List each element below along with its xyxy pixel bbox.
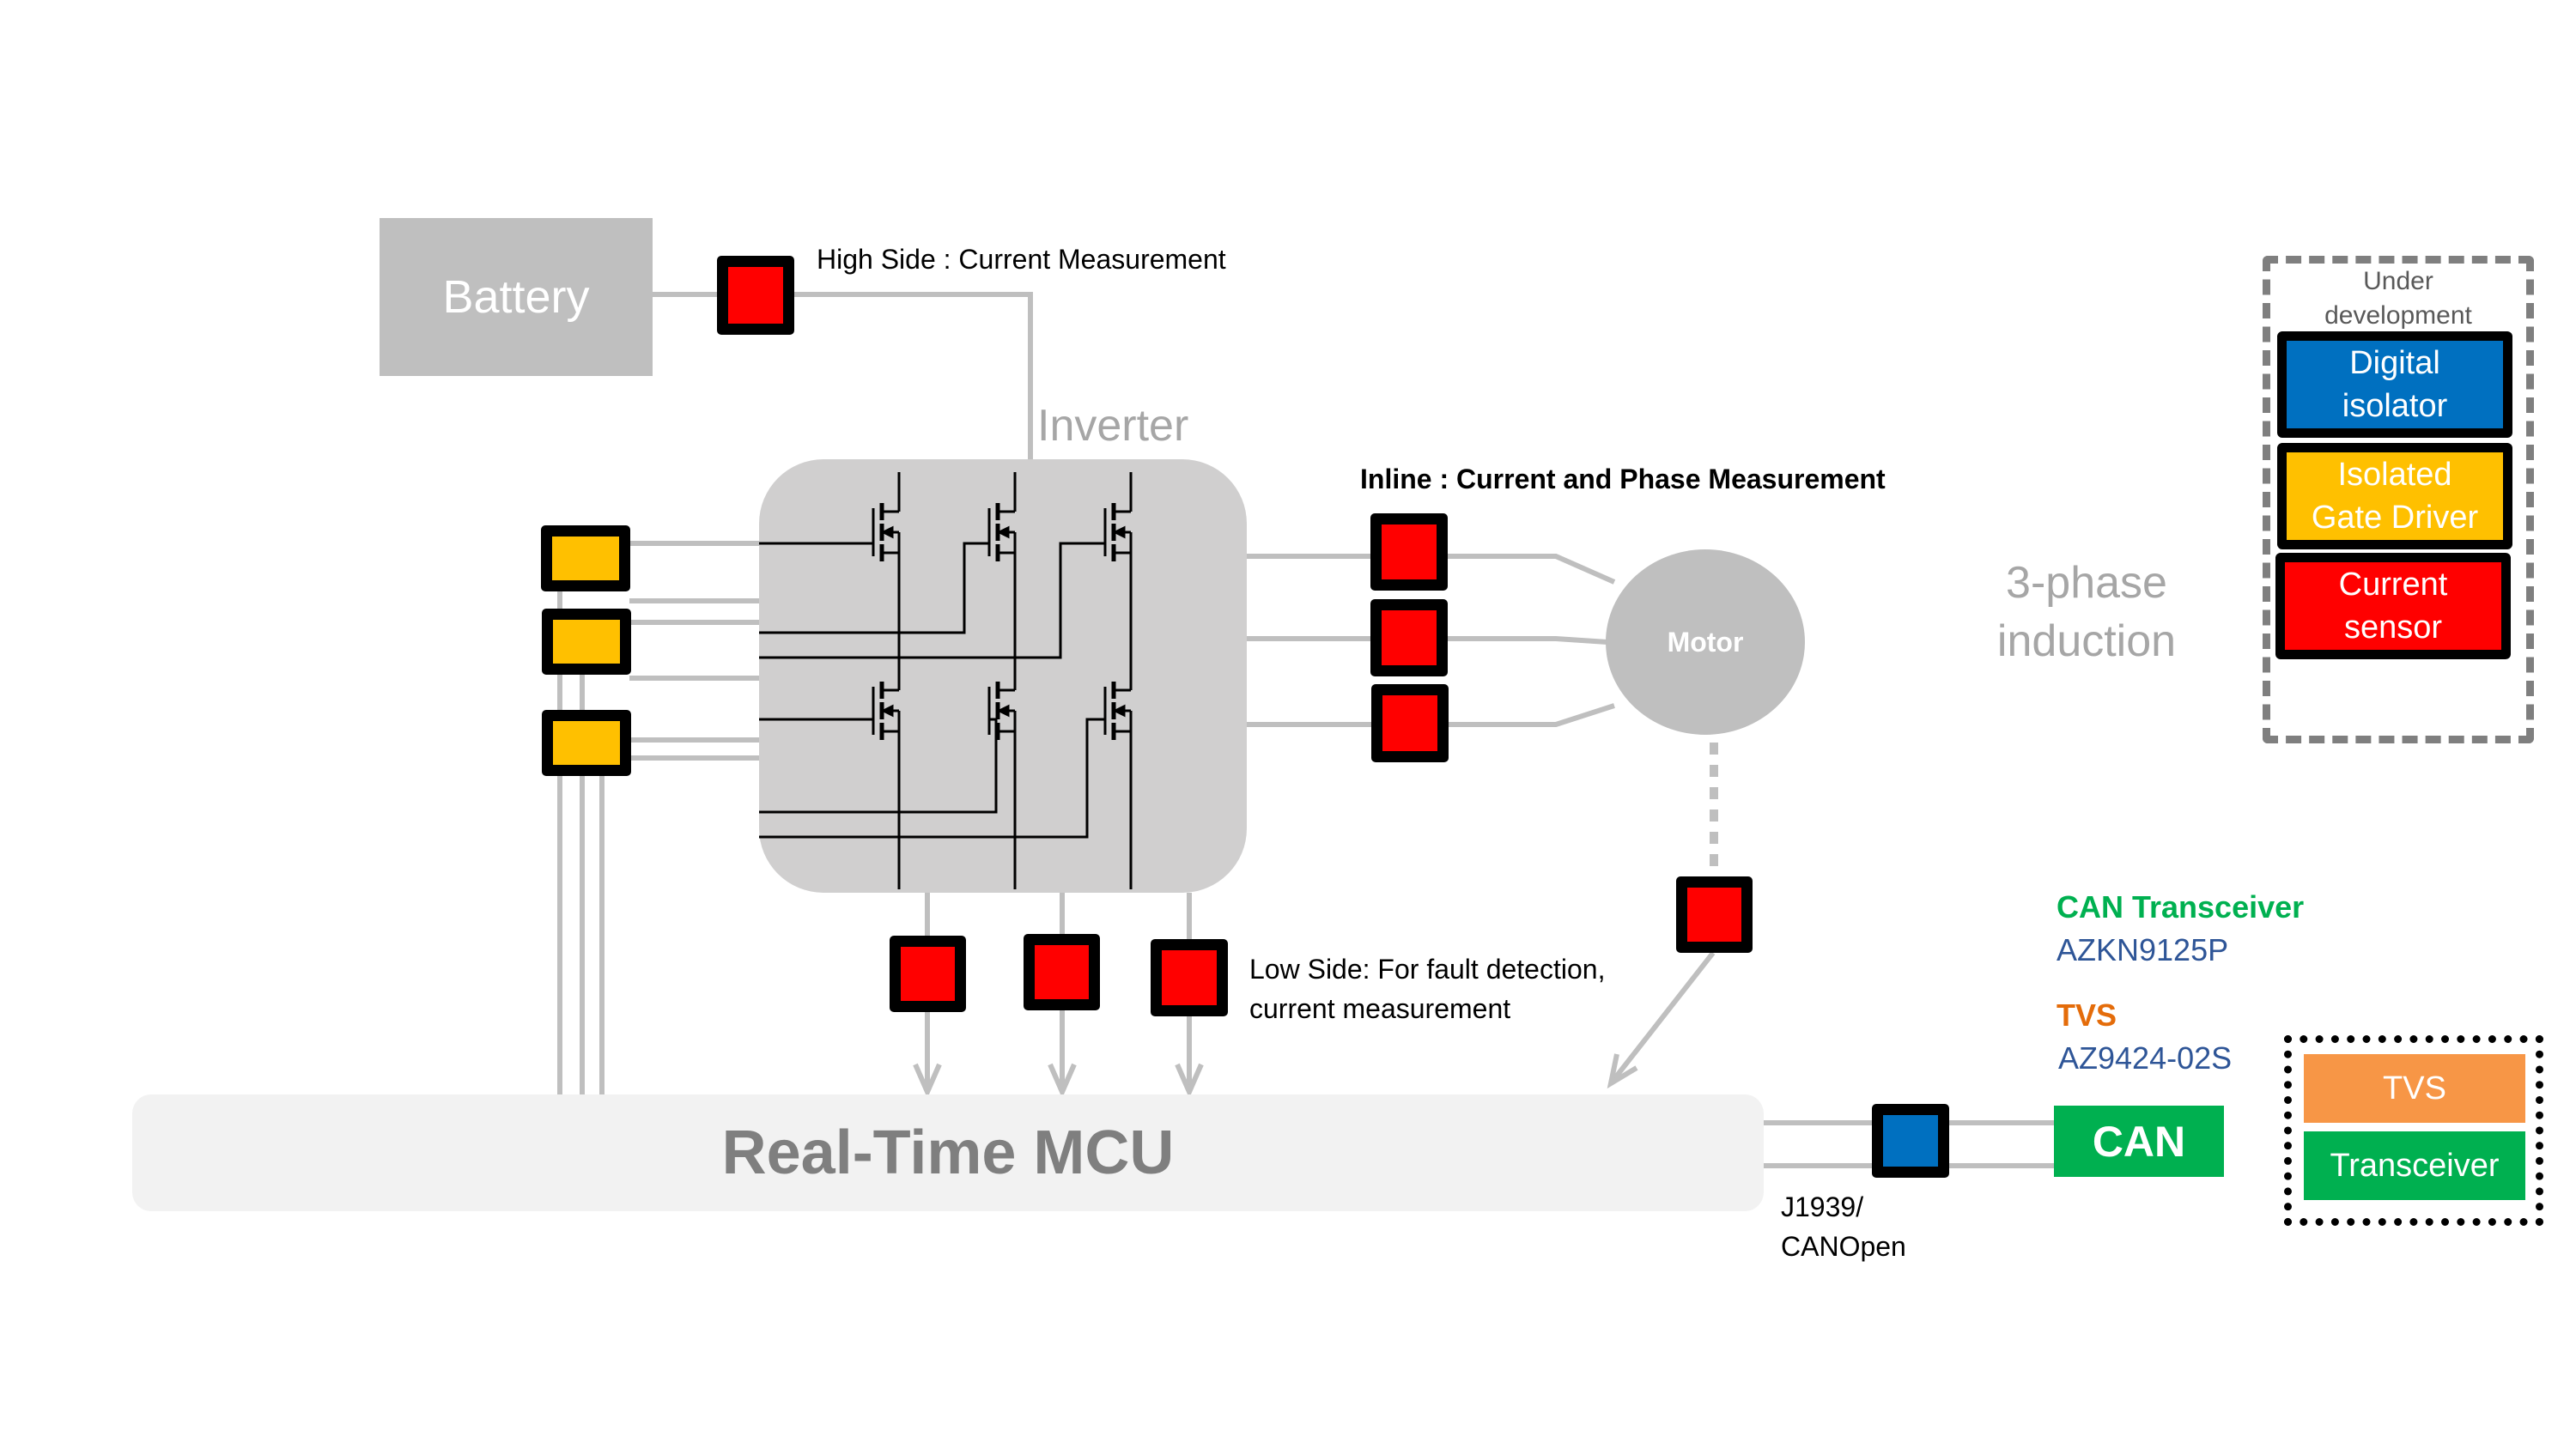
- mcu-label: Real-Time MCU: [721, 1119, 1175, 1187]
- low-side-label: Low Side: For fault detection, current m…: [1249, 949, 1605, 1028]
- legend-item-2-line1: Isolated: [2337, 457, 2452, 493]
- gate-trace-6: [759, 718, 1105, 839]
- can-stack-transceiver: Transceiver: [2304, 1131, 2525, 1200]
- legend-item-3-line2: sensor: [2343, 609, 2443, 646]
- wire-motor-sensor-mcu: [1608, 951, 1716, 1085]
- inverter-block: [759, 459, 1247, 893]
- legend-item-2-line2: Gate Driver: [2311, 500, 2479, 536]
- gate-trace-2: [759, 542, 989, 634]
- motor-type-line2: induction: [1996, 616, 2177, 666]
- high-side-label: High Side : Current Measurement: [817, 244, 1226, 275]
- can-transceiver-title: CAN Transceiver: [2057, 889, 2305, 925]
- legend-item-digital-isolator: Digital isolator: [2277, 331, 2512, 438]
- arrow-motor-sensor: [1607, 1053, 1638, 1089]
- high-side-current-sensor: [717, 256, 794, 335]
- battery-block: Battery: [380, 218, 653, 376]
- low-side-sensor-b: [1024, 934, 1100, 1010]
- wire-phase-c: [1247, 703, 1615, 727]
- low-side-sensor-a: [890, 936, 966, 1012]
- tvs-title: TVS: [2057, 997, 2117, 1033]
- legend-item-1-line2: isolator: [2342, 388, 2448, 424]
- arrow-low-c: [1175, 1063, 1204, 1099]
- legend-item-current-sensor: Current sensor: [2275, 553, 2511, 659]
- mosfet-arrow: [1112, 525, 1126, 539]
- bus-protocol-line2: CANOpen: [1781, 1231, 1906, 1262]
- gate-trace-3: [759, 542, 1105, 659]
- gate-driver-3: [542, 710, 631, 776]
- wire-battery-inverter: [653, 292, 1033, 459]
- legend-item-1-line1: Digital: [2349, 345, 2440, 381]
- low-side-label-line1: Low Side: For fault detection,: [1249, 954, 1606, 985]
- motor-feedback-sensor: [1676, 876, 1753, 953]
- low-side-sensor-c: [1151, 939, 1228, 1016]
- tvs-part: AZ9424-02S: [2058, 1040, 2233, 1076]
- legend-title-line2: development: [2324, 301, 2472, 330]
- can-stack-tvs: TVS: [2304, 1054, 2525, 1123]
- arrow-low-b: [1048, 1063, 1077, 1099]
- legend-under-development: [2263, 256, 2534, 743]
- motor: Motor: [1606, 549, 1805, 735]
- inline-sensor-phase-c: [1371, 684, 1449, 762]
- can-label: CAN: [2092, 1117, 2186, 1166]
- motor-type-label: 3-phase induction: [1975, 554, 2198, 670]
- can-digital-isolator: [1872, 1104, 1949, 1178]
- motor-label: Motor: [1667, 626, 1744, 658]
- motor-type-line1: 3-phase: [2006, 558, 2167, 608]
- inline-sensor-phase-b: [1370, 599, 1448, 676]
- legend-title: Under development: [2271, 264, 2525, 333]
- gate-trace-5: [759, 718, 998, 814]
- inverter-label: Inverter: [1037, 401, 1189, 451]
- mosfet-arrow: [1112, 704, 1126, 718]
- mosfet-arrow: [880, 525, 894, 539]
- legend-item-3-line1: Current: [2338, 567, 2448, 603]
- can-stack-transceiver-label: Transceiver: [2330, 1147, 2500, 1184]
- can-stack-tvs-label: TVS: [2383, 1070, 2446, 1106]
- bus-protocol-label: J1939/ CANOpen: [1781, 1187, 1906, 1266]
- gate-driver-2: [542, 609, 631, 675]
- wire-phase-a: [1247, 554, 1616, 585]
- mosfet-arrow: [880, 704, 894, 718]
- gate-driver-1: [541, 525, 630, 591]
- inline-label: Inline : Current and Phase Measurement: [1360, 464, 1886, 494]
- bus-protocol-line1: J1939/: [1781, 1191, 1864, 1222]
- can-stack-box: [2284, 1035, 2543, 1226]
- low-side-label-line2: current measurement: [1249, 993, 1511, 1024]
- legend-item-gate-driver: Isolated Gate Driver: [2277, 443, 2512, 549]
- legend-title-line1: Under: [2363, 267, 2433, 295]
- wire-phase-b: [1247, 636, 1608, 645]
- arrow-low-a: [913, 1063, 942, 1099]
- real-time-mcu: Real-Time MCU: [132, 1094, 1764, 1211]
- mosfet-arrow: [996, 525, 1010, 539]
- mosfet-arrow: [996, 704, 1010, 718]
- can-transceiver-part: AZKN9125P: [2057, 932, 2229, 967]
- battery-label: Battery: [442, 271, 590, 323]
- inline-sensor-phase-a: [1370, 513, 1448, 591]
- can-block: CAN: [2054, 1106, 2224, 1177]
